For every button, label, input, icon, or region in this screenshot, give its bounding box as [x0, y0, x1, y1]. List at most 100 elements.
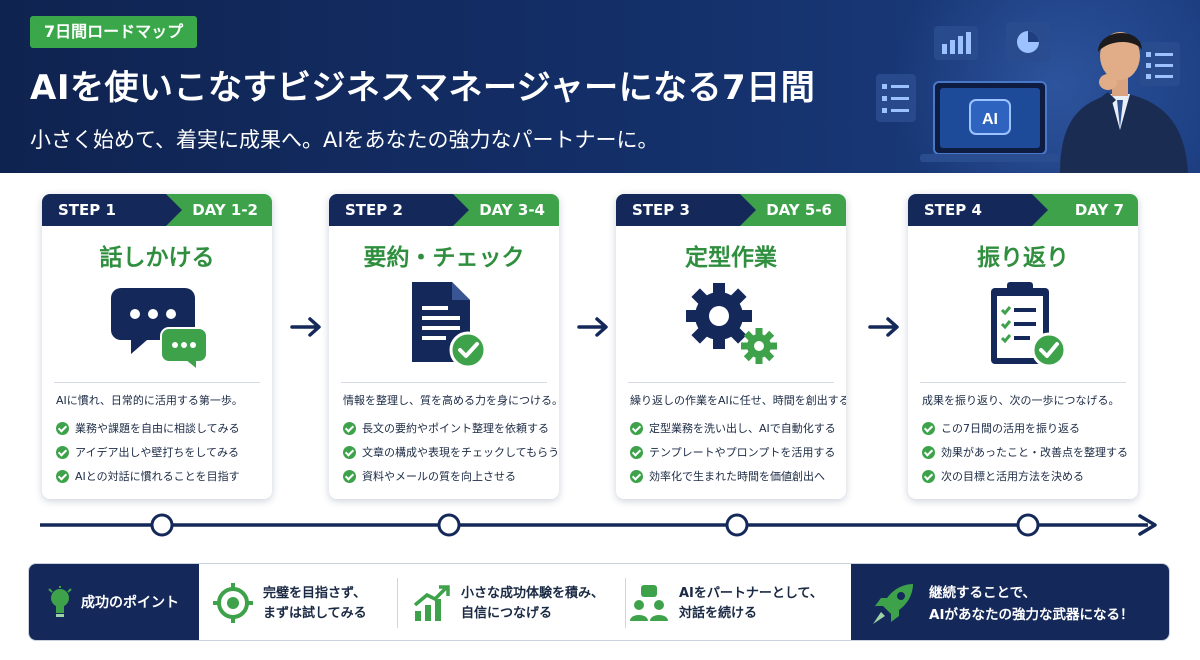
- laptop-ai-label: AI: [982, 111, 998, 128]
- check-icon: [922, 422, 935, 435]
- rocket-icon: [873, 584, 913, 624]
- list-item-text: 文章の構成や表現をチェックしてもらう: [362, 446, 559, 459]
- tip-line-2: 自信につなげる: [461, 606, 553, 621]
- step-label: STEP 4: [908, 194, 1048, 226]
- timeline-node: [1016, 513, 1040, 537]
- step-card-header: STEP 2 DAY 3-4: [329, 194, 559, 226]
- pie-chart-panel-icon: [1006, 22, 1050, 62]
- lightbulb-icon: [48, 586, 72, 617]
- check-icon: [630, 422, 643, 435]
- list-item: 文章の構成や表現をチェックしてもらう: [343, 444, 559, 468]
- card-divider: [920, 382, 1126, 383]
- tip-text: 小さな成功体験を積み、 自信につなげる: [461, 584, 604, 624]
- target-icon: [213, 583, 253, 623]
- tip-text: 完璧を目指さず、 まずは試してみる: [263, 584, 367, 624]
- list-item: アイデア出しや壁打ちをしてみる: [56, 444, 268, 468]
- tip-line-2: 対話を続ける: [679, 606, 758, 621]
- list-item: テンプレートやプロンプトを活用する: [630, 444, 842, 468]
- clipboard-check-icon: [991, 282, 1067, 368]
- check-icon: [343, 470, 356, 483]
- step-label: STEP 3: [616, 194, 756, 226]
- step-card-header: STEP 4 DAY 7: [908, 194, 1138, 226]
- tip-line-2: まずは試してみる: [263, 606, 367, 621]
- step-checklist: この7日間の活用を振り返る 効果があったこと・改善点を整理する 次の目標と活用方…: [922, 420, 1134, 492]
- step-label: STEP 2: [329, 194, 469, 226]
- check-icon: [343, 422, 356, 435]
- card-divider: [628, 382, 834, 383]
- tip-divider: [625, 578, 626, 628]
- list-item-text: AIとの対話に慣れることを目指す: [75, 470, 240, 483]
- final-line-2: AIがあなたの強力な武器になる！: [929, 607, 1134, 623]
- step-lead: 成果を振り返り、次の一歩につなげる。: [922, 394, 1120, 407]
- step-card-2: STEP 2 DAY 3-4 要約・チェック 情報を整理し、質を高める力を身につ…: [329, 194, 559, 499]
- bar-chart-panel-icon: [934, 26, 978, 60]
- step-lead: 繰り返しの作業をAIに任せ、時間を創出する。: [630, 394, 846, 407]
- list-item-text: この7日間の活用を振り返る: [941, 422, 1080, 435]
- list-item-text: 長文の要約やポイント整理を依頼する: [362, 422, 549, 435]
- check-icon: [56, 446, 69, 459]
- arrow-right-icon: [290, 317, 321, 337]
- gears-icon: [686, 283, 777, 364]
- timeline: [40, 513, 1157, 537]
- final-message-panel: 継続することで、 AIがあなたの強力な武器になる！: [851, 564, 1169, 640]
- document-check-icon: [412, 282, 487, 369]
- list-item-text: 効果があったこと・改善点を整理する: [941, 446, 1128, 459]
- list-item-text: テンプレートやプロンプトを活用する: [649, 446, 836, 459]
- list-item: 次の目標と活用方法を決める: [922, 468, 1134, 492]
- step-card-3: STEP 3 DAY 5-6 定型作業: [616, 194, 846, 499]
- tip-line-1: 完璧を目指さず、: [263, 586, 367, 601]
- tip-divider: [397, 578, 398, 628]
- step-checklist: 定型業務を洗い出し、AIで自動化する テンプレートやプロンプトを活用する 効率化…: [630, 420, 842, 492]
- businessman-laptop-illustration: AI: [876, 22, 1188, 173]
- arrow-right-icon: [577, 317, 608, 337]
- step-title: 定型作業: [685, 245, 777, 271]
- roadmap-badge: 7日間ロードマップ: [30, 16, 198, 48]
- timeline-node: [150, 513, 174, 537]
- list-item: 効果があったこと・改善点を整理する: [922, 444, 1134, 468]
- day-label: DAY 1-2: [162, 194, 272, 226]
- tip-text: AIをパートナーとして、 対話を続ける: [679, 584, 823, 624]
- list-item-text: アイデア出しや壁打ちをしてみる: [75, 446, 240, 459]
- step-checklist: 業務や課題を自由に相談してみる アイデア出しや壁打ちをしてみる AIとの対話に慣…: [56, 420, 268, 492]
- final-message-text: 継続することで、 AIがあなたの強力な武器になる！: [929, 582, 1133, 626]
- businessman-figure: [1060, 32, 1188, 173]
- list-item: 効率化で生まれた時間を価値創出へ: [630, 468, 842, 492]
- step-card-header: STEP 3 DAY 5-6: [616, 194, 846, 226]
- step-checklist: 長文の要約やポイント整理を依頼する 文章の構成や表現をチェックしてもらう 資料や…: [343, 420, 559, 492]
- list-item-text: 資料やメールの質を向上させる: [362, 470, 516, 483]
- list-item: AIとの対話に慣れることを目指す: [56, 468, 268, 492]
- tip-line-1: 小さな成功体験を積み、: [461, 586, 605, 601]
- list-item-text: 次の目標と活用方法を決める: [941, 470, 1084, 483]
- list-item: この7日間の活用を振り返る: [922, 420, 1134, 444]
- list-item: 定型業務を洗い出し、AIで自動化する: [630, 420, 842, 444]
- check-icon: [630, 470, 643, 483]
- chat-bubbles-icon: [111, 288, 207, 370]
- check-icon: [343, 446, 356, 459]
- check-icon: [630, 446, 643, 459]
- list-item: 長文の要約やポイント整理を依頼する: [343, 420, 555, 444]
- growth-chart-icon: [413, 585, 450, 621]
- tip-line-1: AIをパートナーとして、: [679, 586, 823, 601]
- list-item: 資料やメールの質を向上させる: [343, 468, 555, 492]
- list-item-text: 定型業務を洗い出し、AIで自動化する: [649, 422, 836, 435]
- step-title: 振り返り: [977, 245, 1069, 271]
- step-lead: AIに慣れ、日常的に活用する第一歩。: [56, 394, 243, 407]
- timeline-arrowhead-icon: [1138, 514, 1157, 536]
- laptop-icon: [920, 81, 1060, 162]
- check-icon: [922, 446, 935, 459]
- timeline-node: [725, 513, 749, 537]
- card-divider: [54, 382, 260, 383]
- success-points-bar: 成功のポイント 完璧を目指さず、 まずは試してみる 小さな成功体験を積み、 自信…: [28, 563, 1170, 641]
- step-card-header: STEP 1 DAY 1-2: [42, 194, 272, 226]
- page-title: AIを使いこなすビジネスマネージャーになる7日間: [30, 68, 816, 108]
- success-points-label: 成功のポイント: [29, 564, 199, 640]
- step-lead: 情報を整理し、質を高める力を身につける。: [343, 394, 559, 407]
- card-divider: [341, 382, 547, 383]
- check-icon: [922, 470, 935, 483]
- step-card-4: STEP 4 DAY 7 振り返り 成果を振り返り、次の一歩につなげる。 この7…: [908, 194, 1138, 499]
- partners-icon: [630, 585, 668, 621]
- check-icon: [56, 422, 69, 435]
- step-title: 話しかける: [99, 245, 215, 271]
- page-subtitle: 小さく始めて、着実に成果へ。AIをあなたの強力なパートナーに。: [30, 128, 659, 152]
- step-title: 要約・チェック: [363, 245, 525, 271]
